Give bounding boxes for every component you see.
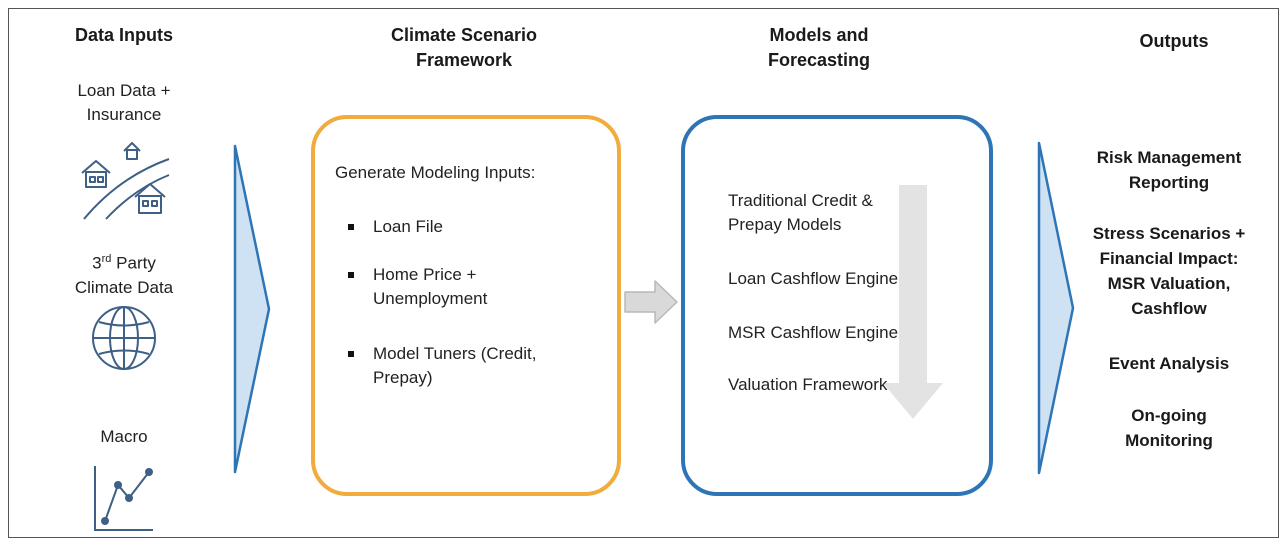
header-models: Models and Forecasting	[729, 23, 909, 73]
connector-arrow	[624, 280, 678, 324]
bullet-home-price-line2: Unemployment	[373, 289, 488, 308]
houses-road-icon	[81, 142, 170, 220]
loan-data-label: Loan Data + Insurance	[49, 79, 199, 127]
third-rest: Party	[111, 253, 156, 273]
header-outputs: Outputs	[1139, 31, 1209, 51]
bullet-model-tuners-line2: Prepay)	[373, 368, 433, 387]
bullet-home-price: Home Price + Unemployment	[373, 263, 487, 311]
model-item-credit-line1: Traditional Credit &	[728, 191, 873, 210]
model-item-msr-cashflow: MSR Cashflow Engine	[728, 323, 899, 342]
bullet-loan-file: Loan File	[373, 215, 443, 239]
bullet-loan-file-text: Loan File	[373, 217, 443, 236]
bullet-model-tuners: Model Tuners (Credit, Prepay)	[373, 342, 536, 390]
header-models-line1: Models and	[769, 25, 869, 45]
line-chart-icon	[94, 466, 153, 531]
bullet-marker	[348, 351, 354, 357]
output-risk-line2: Reporting	[1128, 173, 1210, 192]
bullet-model-tuners-line1: Model Tuners (Credit,	[373, 344, 537, 363]
bullet-marker	[348, 224, 354, 230]
third-party-line1: 3rd Party	[49, 247, 199, 276]
models-box: Traditional Credit & Prepay Models Loan …	[681, 115, 993, 496]
third-prefix: 3	[92, 253, 102, 273]
loan-data-line2: Insurance	[86, 105, 162, 124]
header-models-line2: Forecasting	[767, 50, 871, 70]
output-event-analysis: Event Analysis	[1108, 354, 1230, 373]
output-chevron	[1037, 141, 1075, 475]
diagram-frame: Data Inputs Climate Scenario Framework M…	[8, 8, 1279, 538]
header-climate-line1: Climate Scenario	[390, 25, 538, 45]
output-monitoring-line2: Monitoring	[1125, 431, 1213, 450]
bullet-marker	[348, 272, 354, 278]
climate-box-heading: Generate Modeling Inputs:	[335, 163, 536, 182]
third-party-label: 3rd Party Climate Data	[49, 247, 199, 300]
loan-data-line1: Loan Data +	[77, 81, 171, 100]
third-sup: rd	[101, 253, 112, 265]
output-monitoring-line1: On-going	[1131, 406, 1207, 425]
header-climate-line2: Framework	[415, 50, 513, 70]
model-item-credit-prepay: Traditional Credit & Prepay Models	[728, 189, 873, 237]
output-risk-management: Risk Management Reporting	[1074, 145, 1264, 195]
globe-icon	[92, 306, 156, 370]
output-monitoring: On-going Monitoring	[1074, 403, 1264, 453]
header-climate-scenario: Climate Scenario Framework	[354, 23, 574, 73]
climate-scenario-box: Generate Modeling Inputs: Loan File Home…	[311, 115, 621, 496]
macro-label: Macro	[100, 427, 148, 446]
model-item-loan-cashflow: Loan Cashflow Engine	[728, 269, 899, 288]
bullet-home-price-line1: Home Price +	[373, 265, 477, 284]
output-stress-line3: MSR Valuation,	[1107, 274, 1231, 293]
down-arrow	[883, 185, 943, 419]
third-party-line2: Climate Data	[74, 277, 174, 297]
output-stress-scenarios: Stress Scenarios + Financial Impact: MSR…	[1074, 221, 1264, 321]
model-item-valuation: Valuation Framework	[728, 375, 888, 394]
header-data-inputs: Data Inputs	[74, 25, 173, 45]
output-stress-line2: Financial Impact:	[1099, 249, 1239, 268]
output-risk-line1: Risk Management	[1096, 148, 1242, 167]
input-chevron	[233, 144, 271, 474]
output-stress-line1: Stress Scenarios +	[1092, 224, 1246, 243]
model-item-credit-line2: Prepay Models	[728, 215, 842, 234]
output-stress-line4: Cashflow	[1131, 299, 1207, 318]
